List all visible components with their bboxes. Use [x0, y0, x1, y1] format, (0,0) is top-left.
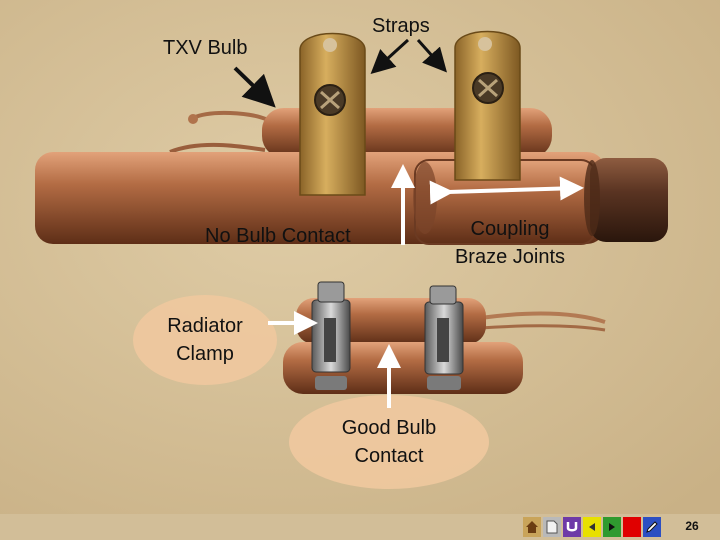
strap-left: [299, 32, 366, 196]
straps-arrow-right: [416, 39, 447, 73]
straps-arrow-left: [370, 38, 410, 75]
document-icon[interactable]: [543, 517, 561, 537]
end-icon[interactable]: [623, 517, 641, 537]
radiator-clamp-callout: [133, 295, 277, 385]
label-radiator-line1: Radiator: [167, 315, 243, 337]
label-good-bulb-line2: Contact: [354, 445, 424, 467]
label-coupling-line2: Braze Joints: [454, 246, 566, 268]
home-icon[interactable]: [523, 517, 541, 537]
good-contact-callout: [289, 395, 489, 489]
txv-bulb-arrow: [233, 66, 276, 108]
label-good-bulb-contact: Good Bulb Contact: [319, 414, 459, 470]
dark-pipe-end: [590, 158, 668, 242]
return-icon[interactable]: [563, 517, 581, 537]
label-coupling-line1: Coupling: [470, 218, 550, 240]
label-no-bulb-contact: No Bulb Contact: [205, 225, 351, 247]
page-number: 26: [685, 519, 699, 533]
previous-icon[interactable]: [583, 517, 601, 537]
lower-assembly: [133, 281, 606, 489]
coupling-arrow: [429, 176, 584, 205]
upper-assembly: [35, 30, 668, 245]
pencil-icon[interactable]: [643, 517, 661, 537]
next-icon[interactable]: [603, 517, 621, 537]
label-radiator-line2: Clamp: [176, 343, 234, 365]
label-txv-bulb: TXV Bulb: [163, 37, 248, 59]
label-straps: Straps: [372, 15, 430, 37]
label-good-bulb-line1: Good Bulb: [341, 417, 437, 439]
radiator-clamp-left: [311, 281, 351, 390]
radiator-clamp-right: [424, 285, 464, 390]
label-coupling: Coupling Braze Joints: [440, 215, 580, 271]
strap-right: [454, 30, 521, 181]
label-radiator-clamp: Radiator Clamp: [140, 312, 270, 368]
